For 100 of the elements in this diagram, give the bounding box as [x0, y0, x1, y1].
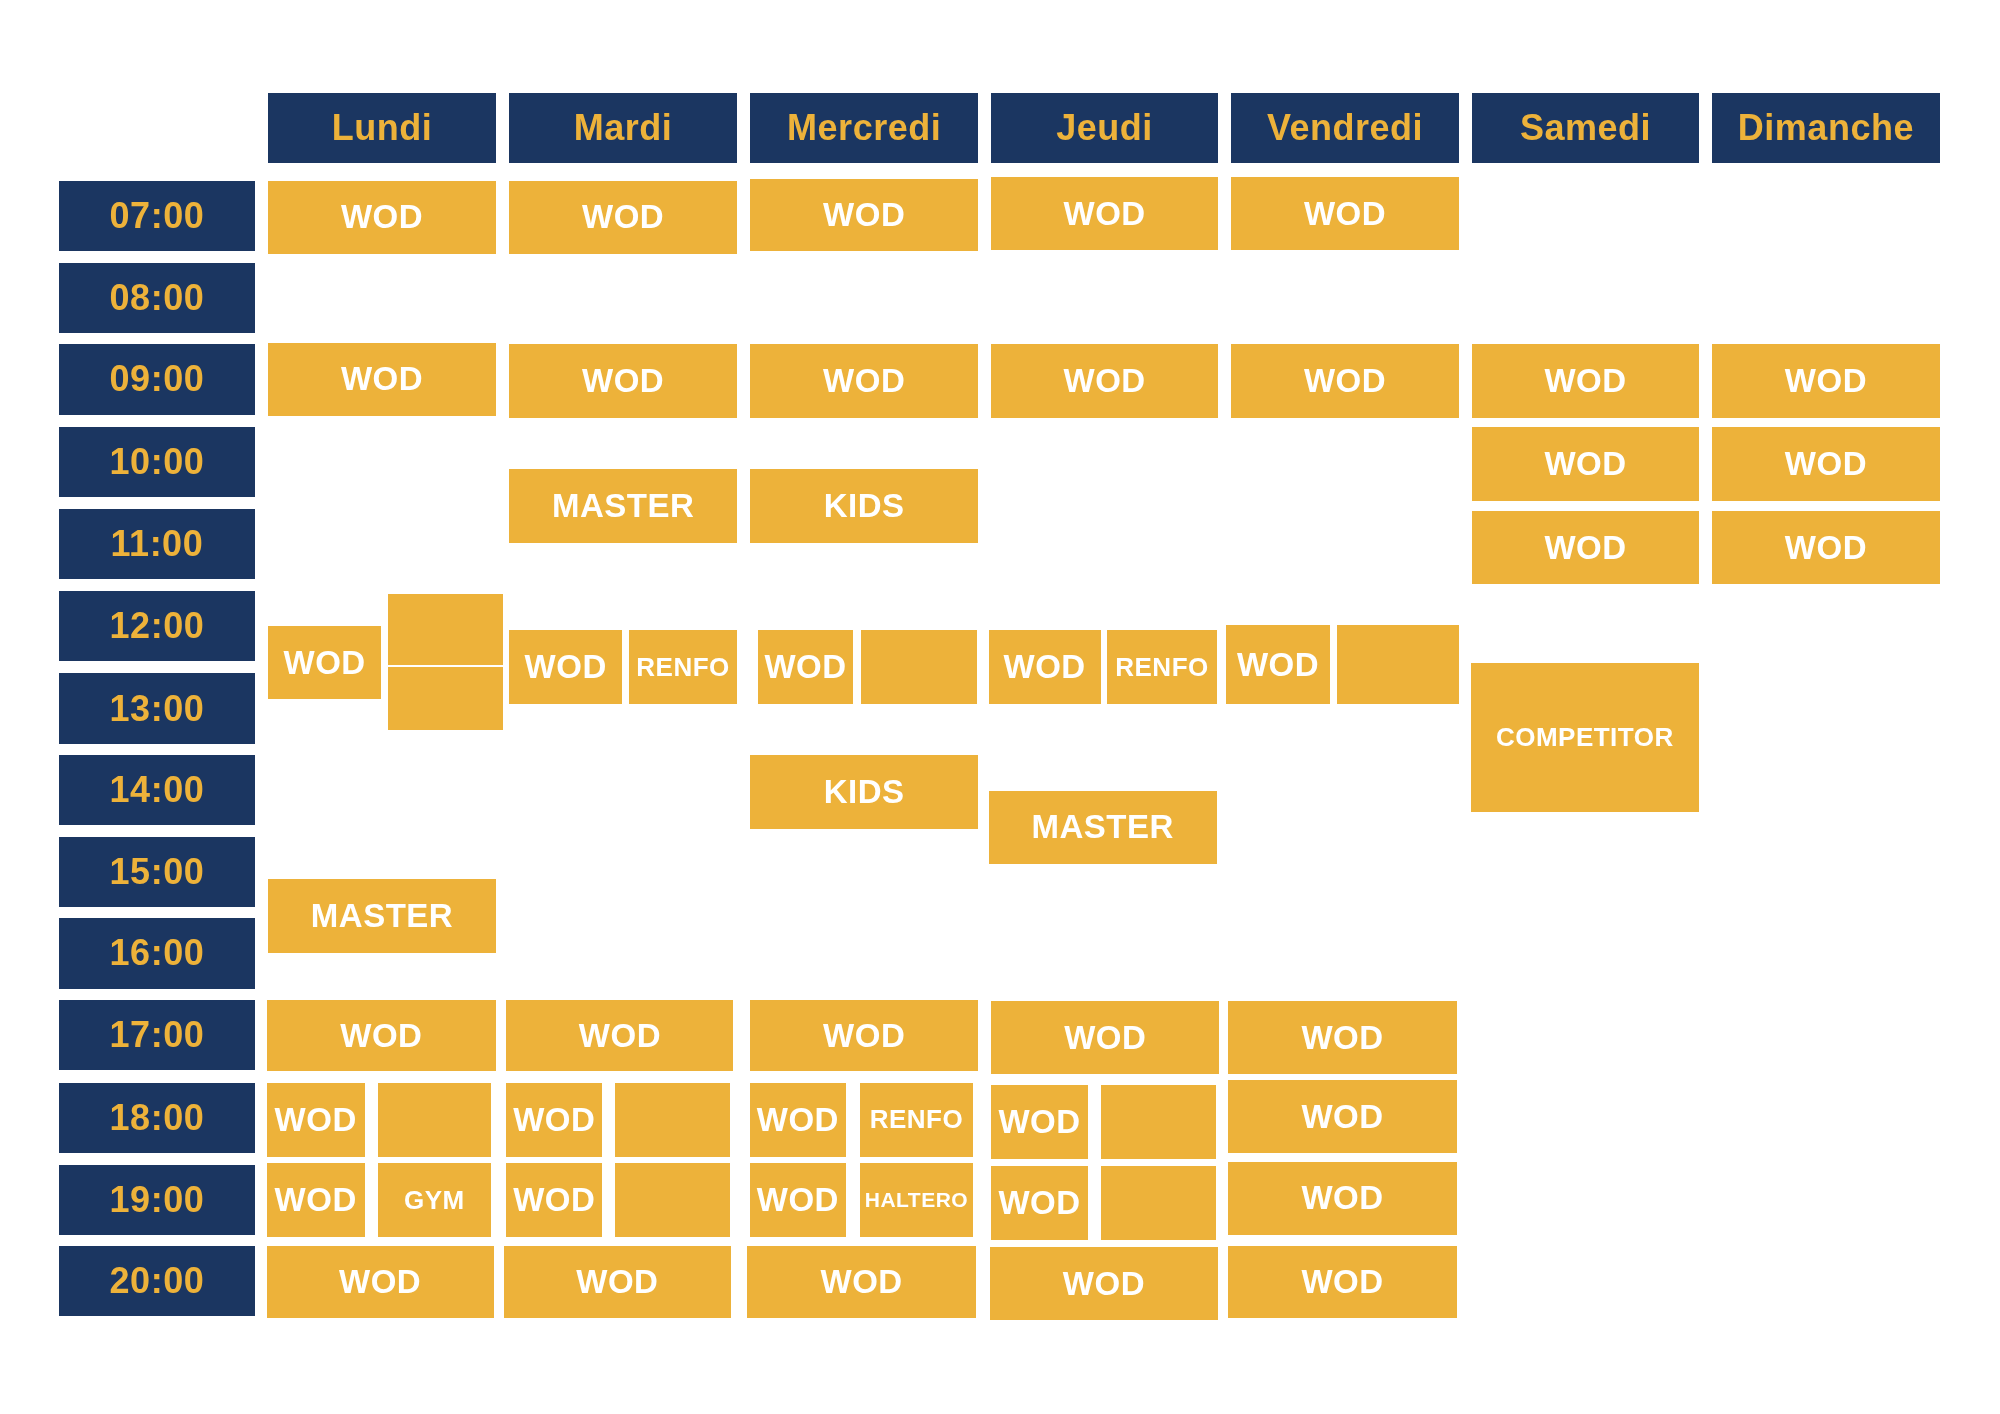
class-name: MASTER — [1031, 808, 1174, 847]
class-block — [988, 790, 1217, 864]
class-block — [860, 630, 978, 705]
time-slot — [58, 508, 256, 580]
time-slot — [58, 590, 256, 661]
time-label: 12:00 — [109, 604, 205, 647]
class-block — [267, 343, 497, 416]
class-block — [1336, 625, 1460, 705]
class-name: WOD — [823, 362, 906, 401]
class-block — [750, 1082, 846, 1157]
class-block — [508, 181, 738, 254]
class-block — [266, 1246, 494, 1318]
day-name: Mardi — [573, 107, 673, 150]
time-label: 20:00 — [109, 1260, 205, 1303]
class-block — [508, 469, 738, 544]
class-block — [377, 1082, 492, 1157]
class-block — [1471, 511, 1699, 585]
class-block — [991, 344, 1219, 419]
class-block — [1228, 1246, 1457, 1318]
class-block — [750, 344, 979, 419]
class-block — [506, 1000, 734, 1072]
class-name: WOD — [1544, 445, 1627, 484]
class-name: KIDS — [823, 487, 905, 526]
class-block — [991, 177, 1219, 250]
time-label: 18:00 — [109, 1096, 205, 1139]
class-block — [377, 1163, 492, 1238]
class-name: HALTERO — [864, 1188, 969, 1213]
class-name: WOD — [1303, 194, 1387, 233]
class-block — [508, 630, 623, 705]
time-slot — [58, 344, 256, 415]
time-label: 13:00 — [109, 687, 205, 730]
class-name: WOD — [582, 362, 665, 401]
class-block — [747, 1246, 976, 1318]
class-block — [859, 1082, 974, 1157]
class-name: WOD — [1301, 1179, 1384, 1218]
day-name: Vendredi — [1267, 107, 1424, 150]
class-block — [628, 630, 738, 705]
class-block — [506, 1163, 603, 1238]
class-block — [991, 1085, 1088, 1160]
class-block — [267, 878, 497, 953]
class-block — [1711, 427, 1941, 502]
class-name: WOD — [823, 195, 906, 234]
time-slot — [58, 181, 256, 252]
class-name: WOD — [582, 198, 665, 237]
class-block — [1228, 1001, 1457, 1074]
class-name: WOD — [756, 1100, 839, 1139]
time-label: 07:00 — [109, 195, 205, 238]
class-name: WOD — [513, 1100, 596, 1139]
day-header — [991, 93, 1219, 164]
class-name: WOD — [1062, 1264, 1145, 1303]
time-slot — [58, 1246, 256, 1317]
class-block — [503, 1246, 731, 1318]
class-block — [750, 755, 979, 830]
day-header — [1711, 93, 1941, 164]
class-name: WOD — [578, 1016, 661, 1055]
class-name: WOD — [1784, 528, 1867, 567]
class-name: RENFO — [1115, 651, 1209, 683]
class-name: WOD — [998, 1103, 1081, 1142]
class-name: WOD — [1303, 362, 1387, 401]
time-label: 19:00 — [109, 1178, 205, 1221]
class-name: WOD — [1063, 362, 1146, 401]
class-block — [750, 1163, 846, 1238]
class-name: WOD — [1003, 648, 1086, 687]
class-block — [991, 1165, 1088, 1240]
class-name: WOD — [513, 1181, 596, 1220]
class-name: WOD — [1544, 528, 1627, 567]
class-name: WOD — [1301, 1018, 1384, 1057]
class-block — [614, 1163, 730, 1238]
day-header — [750, 93, 979, 164]
class-name: MASTER — [310, 896, 454, 935]
class-name: WOD — [1236, 645, 1320, 684]
class-block — [266, 1082, 365, 1157]
time-slot — [58, 262, 256, 333]
class-block — [750, 178, 979, 252]
class-name: WOD — [274, 1100, 357, 1139]
class-block — [750, 469, 979, 544]
class-block — [750, 1000, 979, 1072]
class-name: WOD — [1064, 1018, 1147, 1057]
class-block — [387, 667, 503, 730]
time-label: 10:00 — [109, 441, 205, 484]
class-name: WOD — [524, 648, 607, 687]
class-block — [1107, 630, 1217, 705]
class-block — [1100, 1085, 1216, 1160]
time-slot — [58, 1164, 256, 1235]
class-name: WOD — [1301, 1097, 1384, 1136]
day-name: Mercredi — [787, 107, 942, 150]
class-name: WOD — [1544, 362, 1627, 401]
class-name: WOD — [1784, 445, 1867, 484]
time-label: 17:00 — [109, 1014, 205, 1057]
day-name: Lundi — [331, 107, 433, 150]
class-name: WOD — [998, 1183, 1081, 1222]
day-name: Dimanche — [1737, 107, 1914, 150]
class-block — [988, 630, 1101, 705]
class-name: WOD — [820, 1262, 903, 1301]
class-block — [1225, 625, 1331, 705]
class-block — [614, 1082, 730, 1157]
time-label: 16:00 — [109, 932, 205, 975]
time-label: 09:00 — [109, 358, 205, 401]
class-name: WOD — [764, 648, 847, 687]
day-header — [508, 93, 738, 164]
